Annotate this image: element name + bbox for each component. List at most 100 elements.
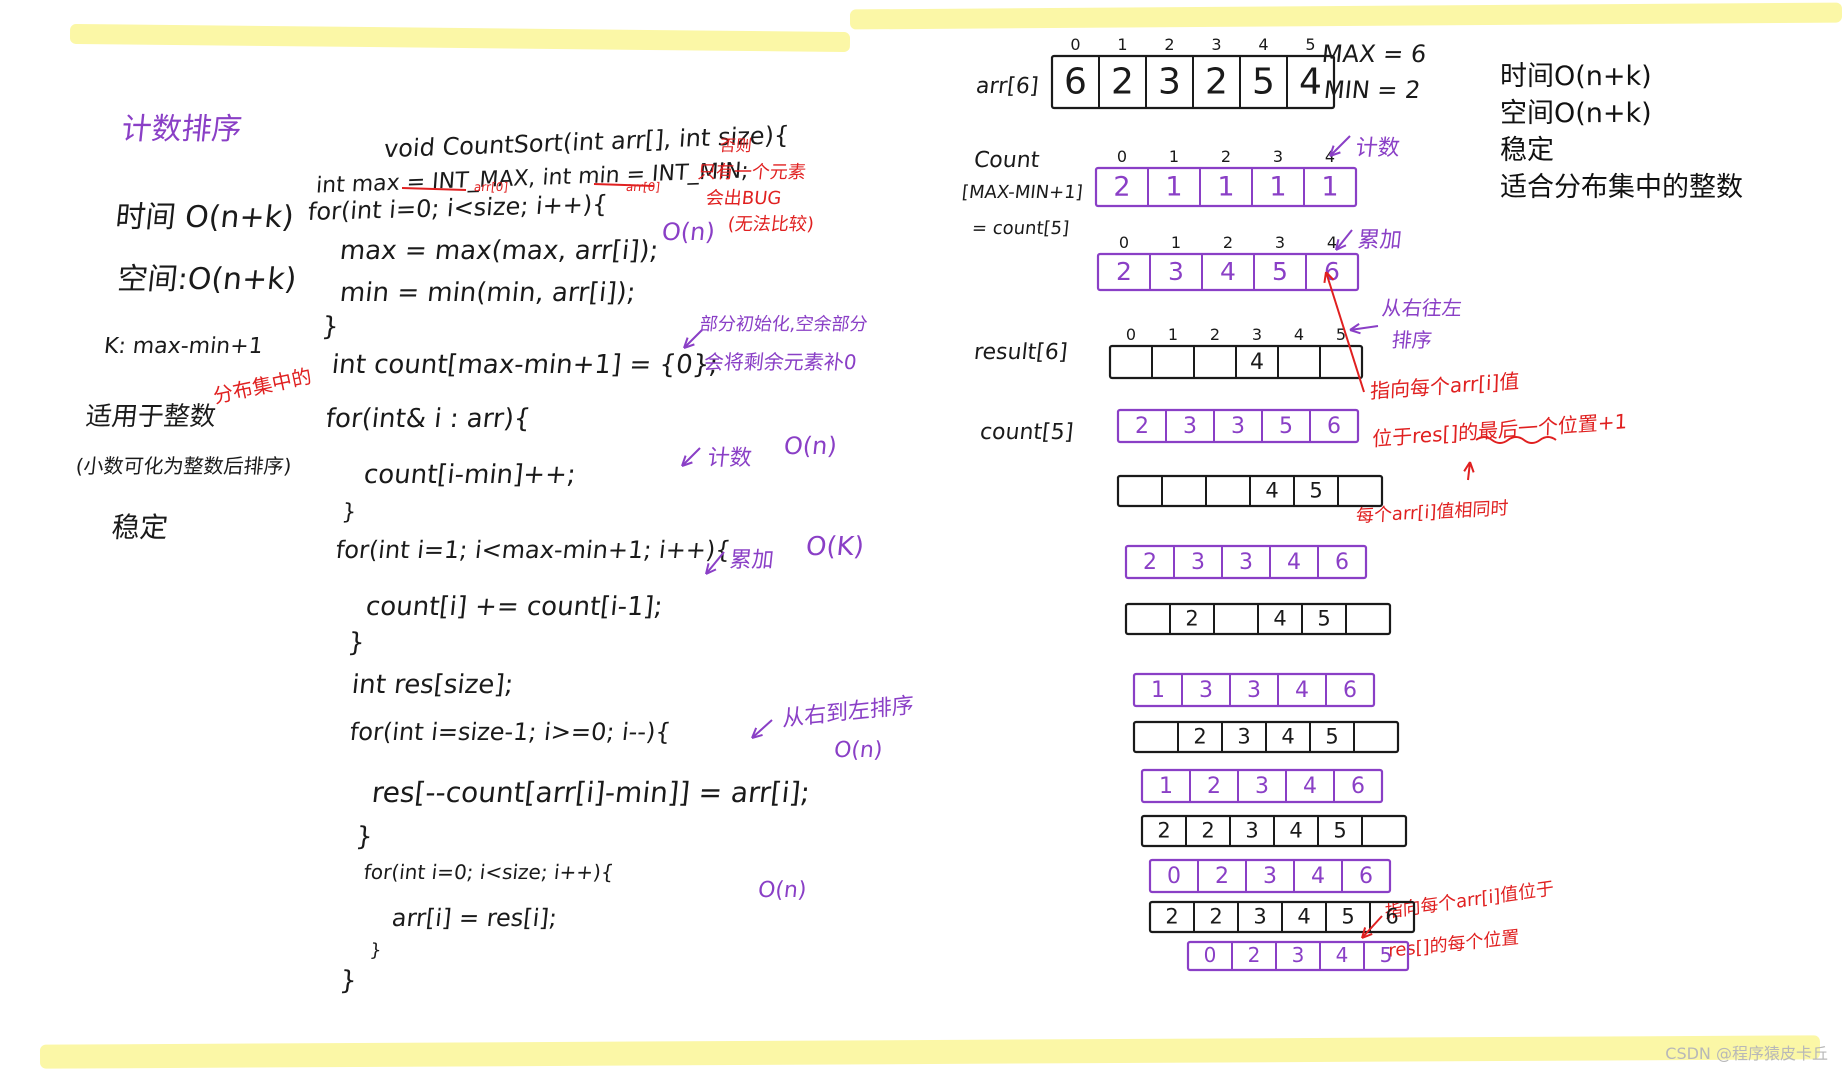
- point-note-squiggle: [1475, 436, 1557, 444]
- step-1-res-cell-value: 5: [1309, 479, 1322, 503]
- result-array-index: 2: [1210, 325, 1220, 344]
- step-2-count-cell-value: 4: [1287, 550, 1301, 575]
- summary-usage: 适合分布集中的整数: [1500, 172, 1743, 203]
- bottom-note-arrow-head: [1361, 927, 1373, 939]
- step-4-count-cell-value: 1: [1159, 774, 1173, 799]
- accum-array-index: 0: [1119, 233, 1129, 252]
- count-note-arrow: [1329, 135, 1351, 157]
- step-4-count-cell-value: 6: [1351, 774, 1365, 799]
- arr-array-cell-value: 5: [1252, 61, 1275, 102]
- arr-array-index: 0: [1070, 35, 1080, 54]
- arr-array-cell-value: 2: [1111, 61, 1134, 102]
- count-array-cell-value: 1: [1217, 171, 1234, 202]
- count-code-arrow-head: [681, 455, 693, 467]
- right-sort-arrow: [1349, 325, 1379, 331]
- fill-code-arrow: [751, 719, 773, 739]
- count-array-index: 1: [1169, 147, 1179, 166]
- step-3-res-cell-value: 2: [1193, 725, 1206, 749]
- step-5-res-cell-value: 2: [1209, 905, 1222, 929]
- step-3-count-frame: [1132, 672, 1376, 708]
- arr-array-index: 2: [1164, 35, 1174, 54]
- step-6-count-cell-value: 0: [1204, 943, 1217, 967]
- accum-note-arrow: [1335, 229, 1353, 251]
- step-3-count-cell-value: 3: [1247, 678, 1261, 703]
- accum-array-index: 1: [1171, 233, 1181, 252]
- step-1-count-cell-value: 5: [1279, 414, 1293, 439]
- count-note-arrow-head: [1329, 145, 1341, 157]
- init-note-arrow-head: [683, 337, 695, 349]
- accum-array-index: 2: [1223, 233, 1233, 252]
- step-4-res-cell-value: 4: [1289, 819, 1302, 843]
- same-value-arrow-head: [1463, 461, 1475, 473]
- step-3-count-cell-value: 4: [1295, 678, 1309, 703]
- arr-array-index: 3: [1211, 35, 1221, 54]
- accum-array-cell-value: 6: [1324, 257, 1340, 286]
- arr-array-index: 4: [1258, 35, 1268, 54]
- watermark: CSDN @程序猿皮卡丘: [1665, 1044, 1828, 1063]
- step-6-count-cell-value: 4: [1336, 943, 1349, 967]
- arr-array-cell-value: 2: [1205, 61, 1228, 102]
- step-3-res-cell-value: 3: [1237, 725, 1250, 749]
- count-array-index: 2: [1221, 147, 1231, 166]
- step-4-count-cell-value: 2: [1207, 774, 1221, 799]
- accum-array-index: 3: [1275, 233, 1285, 252]
- step-1-count-cell-value: 2: [1135, 414, 1149, 439]
- step-2-res-cell-value: 5: [1317, 607, 1330, 631]
- step-3-res-cell-value: 4: [1281, 725, 1294, 749]
- accum-array-cell-value: 4: [1220, 257, 1236, 286]
- accum-code-arrow-head: [705, 563, 717, 575]
- step-4-count-frame: [1140, 768, 1384, 804]
- right-sort-arrow-head: [1349, 323, 1361, 335]
- fill-code-arrow-head: [751, 727, 763, 739]
- result-array-cell-value: 4: [1250, 350, 1264, 375]
- step-1-count-cell-value: 6: [1327, 414, 1341, 439]
- step-2-count-frame: [1124, 544, 1368, 580]
- accum-array-cell-value: 5: [1272, 257, 1288, 286]
- init-note-arrow: [683, 329, 703, 349]
- accum-array-frame: [1096, 252, 1360, 292]
- accum-array-cell-value: 3: [1168, 257, 1184, 286]
- count-array-cell-value: 1: [1165, 171, 1182, 202]
- result-array-index: 5: [1336, 325, 1346, 344]
- same-value-arrow: [1467, 461, 1471, 481]
- arr-array-cell-value: 4: [1299, 61, 1322, 102]
- step-4-res-cell-value: 2: [1201, 819, 1214, 843]
- step-2-res-cell-value: 4: [1273, 607, 1286, 631]
- step-4-count-cell-value: 3: [1255, 774, 1269, 799]
- count-array-index: 0: [1117, 147, 1127, 166]
- step-2-count-cell-value: 3: [1239, 550, 1253, 575]
- result-array-index: 0: [1126, 325, 1136, 344]
- step-5-count-frame: [1148, 858, 1392, 894]
- int-max-underline: [401, 187, 467, 191]
- step-5-res-cell-value: 5: [1341, 905, 1354, 929]
- arr-array-index: 1: [1117, 35, 1127, 54]
- arr-array-cell-value: 3: [1158, 61, 1181, 102]
- summary-time: 时间O(n+k): [1500, 61, 1652, 92]
- count-code-arrow: [681, 447, 701, 467]
- accum-note-arrow-head: [1335, 239, 1347, 251]
- step-5-res-cell-value: 2: [1165, 905, 1178, 929]
- accum-code-arrow: [705, 551, 725, 575]
- count-array-cell-value: 1: [1269, 171, 1286, 202]
- step-5-res-cell-value: 6: [1385, 905, 1398, 929]
- result-array-index: 3: [1252, 325, 1262, 344]
- summary-stable: 稳定: [1500, 135, 1554, 166]
- accum-array-index: 4: [1327, 233, 1337, 252]
- step-5-count-cell-value: 0: [1167, 864, 1181, 889]
- step-4-count-cell-value: 4: [1303, 774, 1317, 799]
- accum-array-cell-value: 2: [1116, 257, 1132, 286]
- count-array-frame: [1094, 166, 1358, 208]
- step-6-count-cell-value: 5: [1380, 943, 1393, 967]
- summary-space: 空间O(n+k): [1500, 98, 1652, 129]
- step-1-count-cell-value: 3: [1183, 414, 1197, 439]
- step-3-count-cell-value: 1: [1151, 678, 1165, 703]
- step-5-count-cell-value: 6: [1359, 864, 1373, 889]
- step-6-count-cell-value: 2: [1248, 943, 1261, 967]
- step-2-count-cell-value: 6: [1335, 550, 1349, 575]
- step-6-count-cell-value: 3: [1292, 943, 1305, 967]
- result-array-index: 1: [1168, 325, 1178, 344]
- step-6-count-frame: [1186, 940, 1410, 972]
- step-3-res-cell-value: 5: [1325, 725, 1338, 749]
- step-2-res-cell-value: 2: [1185, 607, 1198, 631]
